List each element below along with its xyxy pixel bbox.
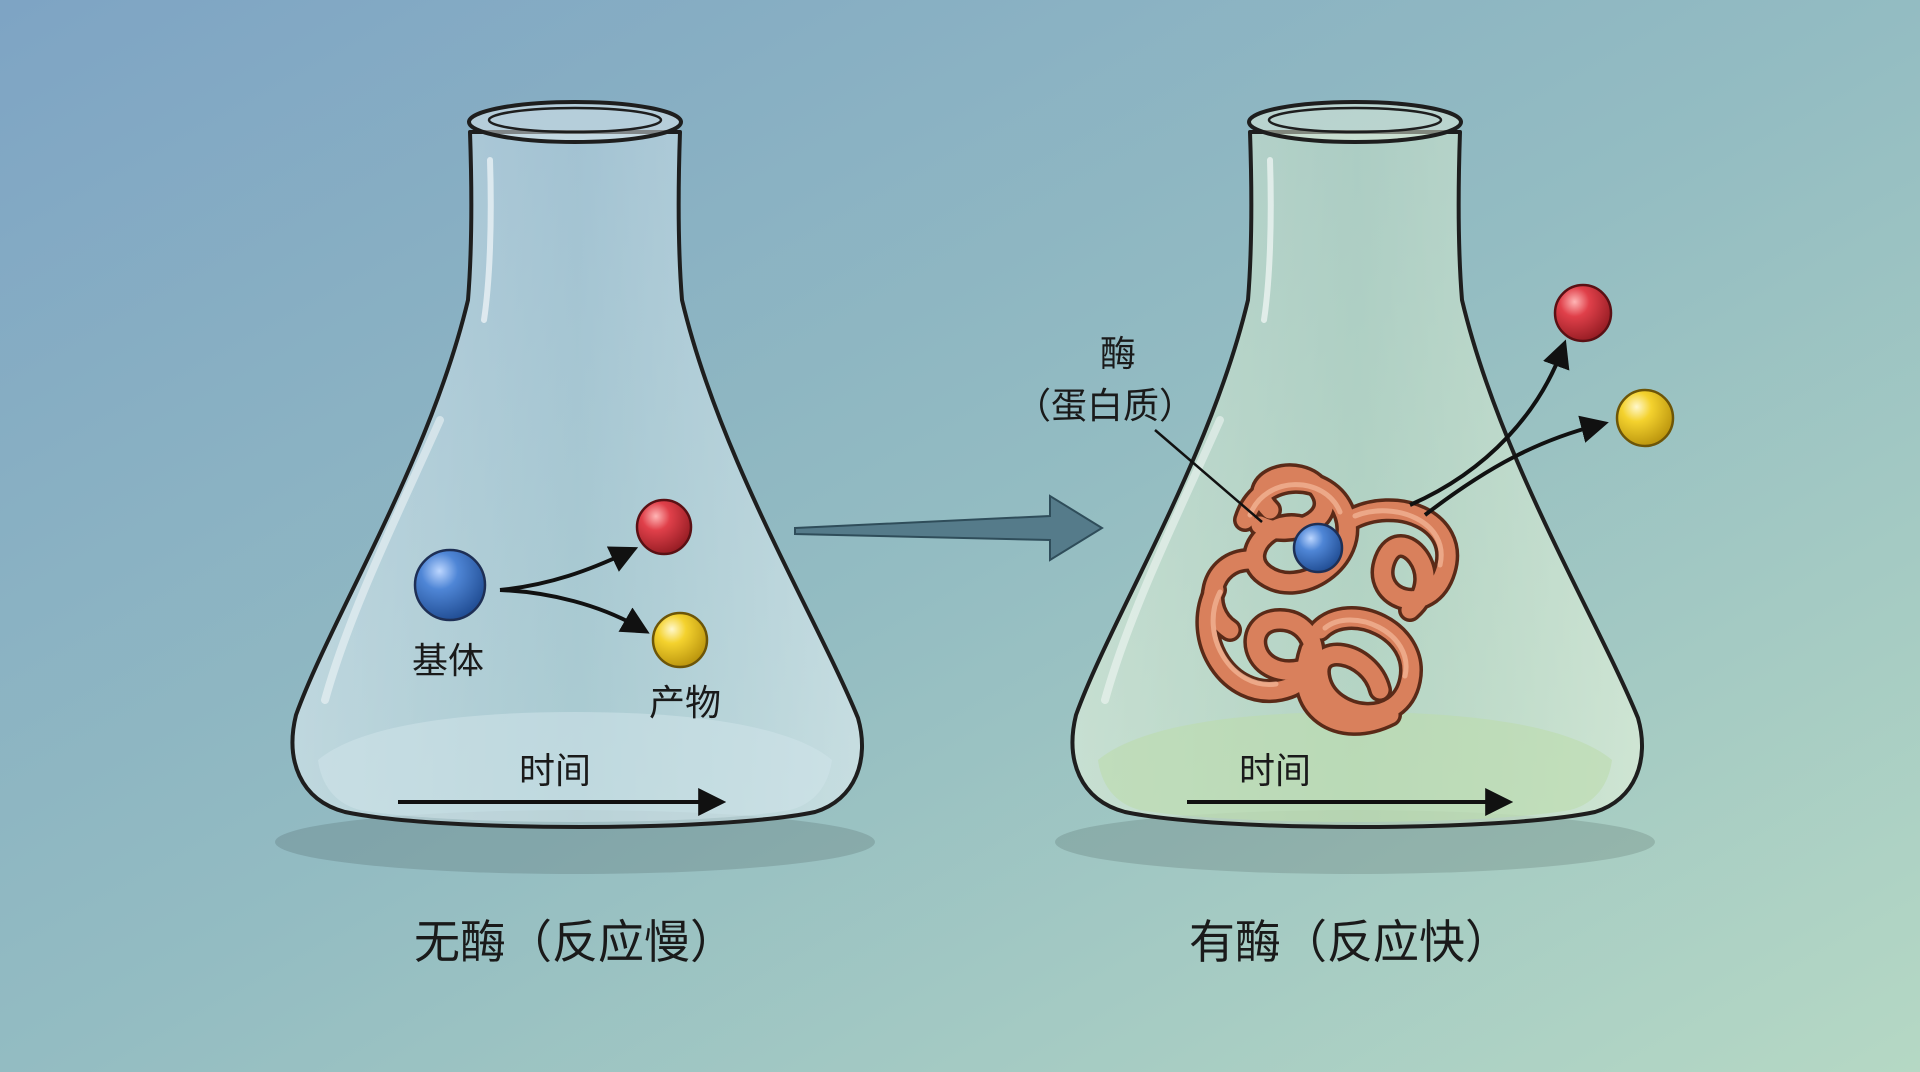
substrate-label: 基体 [412, 641, 484, 682]
flask-rim [1247, 100, 1463, 144]
product-label: 产物 [649, 683, 721, 724]
caption-with-enzyme: 有酶（反应快） [1189, 915, 1511, 969]
caption-without-enzyme: 无酶（反应慢） [414, 915, 736, 969]
product-molecule-red [1553, 283, 1613, 343]
product-molecule-yellow [651, 611, 709, 669]
flask-shadow [275, 810, 875, 874]
flask-rim-inner [487, 106, 663, 134]
flask-rim-inner [1267, 106, 1443, 134]
glass-highlight [321, 416, 444, 704]
flask-without-enzyme: 基体 产物 时间 无酶（反应慢） [275, 100, 875, 969]
glass-highlight [1261, 157, 1274, 323]
flask-shadow [1055, 810, 1655, 874]
product-molecule-yellow [1615, 388, 1675, 448]
product-arrow-yellow [1423, 415, 1609, 517]
reaction-arrow-yellow [499, 588, 650, 634]
product-molecule-red [635, 498, 693, 556]
glass-highlight [1101, 416, 1224, 704]
flask-with-enzyme: 酶 （蛋白质） 时间 有酶（反应快） [1015, 100, 1675, 969]
enzyme-pointer-line [1154, 429, 1263, 523]
time-label: 时间 [1239, 751, 1311, 792]
flask-body [290, 130, 864, 829]
substrate-in-active-site [1292, 522, 1344, 574]
enzyme-label-protein: （蛋白质） [1015, 386, 1195, 427]
enzyme-label: 酶 [1100, 334, 1136, 375]
glass-highlight [481, 157, 494, 323]
flask-rim [467, 100, 683, 144]
flask-liquid [1098, 712, 1612, 822]
reaction-arrow-red [499, 546, 639, 592]
product-arrow-red [1409, 339, 1570, 507]
transition-arrow [794, 494, 1104, 562]
time-label: 时间 [519, 751, 591, 792]
substrate-molecule [413, 548, 487, 622]
